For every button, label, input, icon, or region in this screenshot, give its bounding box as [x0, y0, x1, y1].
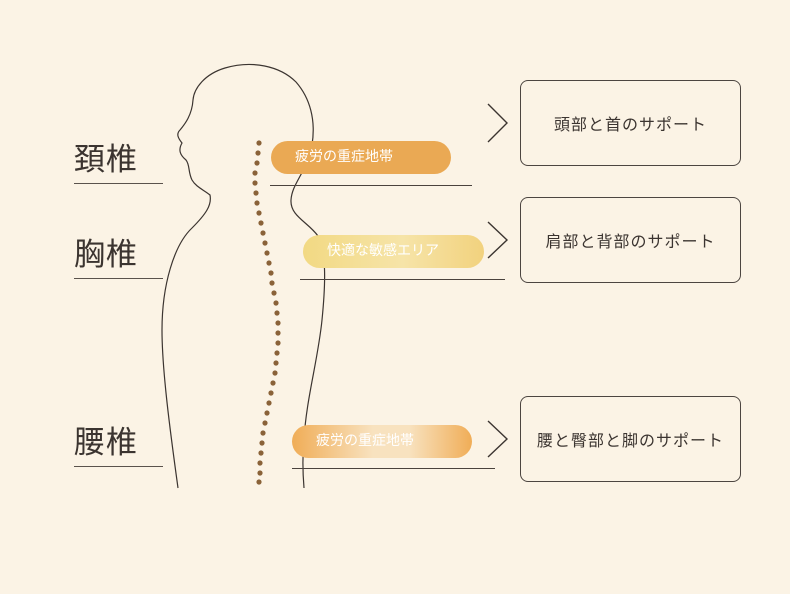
shoulder-back-support-label: 肩部と背部のサポート: [545, 232, 716, 251]
upper-back-comfort-zone: 快適な敏感エリア: [303, 235, 484, 268]
waist-hip-leg-support-box: 腰と臀部と脚のサポート: [520, 396, 741, 482]
thoracic-label: 胸椎: [74, 237, 164, 279]
lumbar-fatigue-zone-label: 疲労の重症地帯: [316, 433, 414, 449]
cervical-label: 頚椎: [74, 142, 164, 184]
lumbar-fatigue-zone: 疲労の重症地帯: [292, 425, 472, 458]
head-profile-outline: [161, 63, 326, 489]
thoracic-label-text: 胸椎: [74, 237, 138, 273]
spine-dots: [252, 140, 281, 485]
shoulder-back-support-box: 肩部と背部のサポート: [520, 197, 741, 283]
chevron-right-icon: [487, 420, 509, 458]
lumbar-zone-line: [292, 468, 495, 469]
head-neck-support-label: 頭部と首のサポート: [553, 115, 707, 134]
head-neck-support-box: 頭部と首のサポート: [520, 80, 741, 166]
lumbar-underline: [74, 466, 163, 467]
waist-hip-leg-support-label: 腰と臀部と脚のサポート: [536, 431, 724, 450]
upper-back-comfort-zone-label: 快適な敏感エリア: [327, 243, 439, 259]
upper-back-zone-line: [300, 279, 505, 280]
neck-fatigue-zone-label: 疲労の重症地帯: [295, 149, 393, 165]
lumbar-label: 腰椎: [74, 425, 164, 467]
neck-fatigue-zone: 疲労の重症地帯: [271, 141, 451, 174]
chevron-right-icon: [487, 103, 508, 143]
cervical-label-text: 頚椎: [74, 142, 138, 178]
lumbar-label-text: 腰椎: [74, 425, 138, 461]
neck-zone-line: [270, 185, 472, 186]
thoracic-underline: [74, 278, 163, 279]
chevron-right-icon: [487, 221, 509, 259]
cervical-underline: [74, 183, 163, 184]
